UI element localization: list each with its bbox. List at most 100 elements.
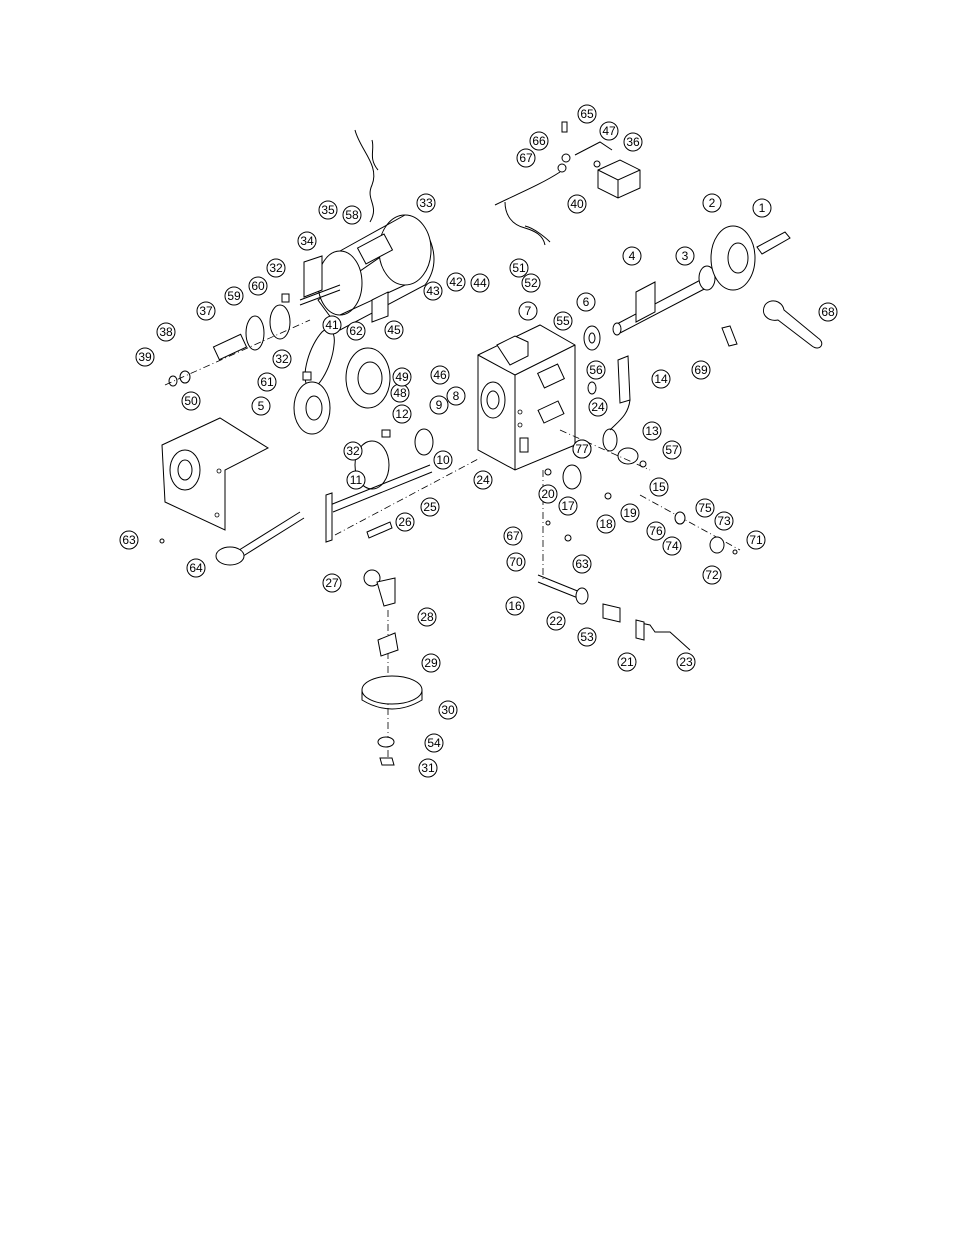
callout-4: 4 (622, 246, 642, 266)
svg-text:63: 63 (575, 557, 589, 571)
callout-32-b: 32 (272, 349, 292, 369)
electrical-box (494, 121, 641, 246)
callout-46: 46 (430, 365, 450, 385)
svg-text:24: 24 (591, 400, 605, 414)
callout-72: 72 (702, 565, 722, 585)
svg-text:6: 6 (583, 295, 590, 309)
callout-29: 29 (421, 653, 441, 673)
svg-text:68: 68 (821, 305, 835, 319)
svg-text:54: 54 (427, 736, 441, 750)
callout-66: 66 (529, 131, 549, 151)
headstock-casting (477, 324, 576, 471)
callout-3: 3 (675, 246, 695, 266)
callout-31: 31 (418, 758, 438, 778)
callout-2: 2 (702, 193, 722, 213)
wrench (721, 300, 823, 349)
svg-text:46: 46 (433, 368, 447, 382)
svg-text:24: 24 (476, 473, 490, 487)
svg-text:63: 63 (122, 533, 136, 547)
callout-8: 8 (446, 386, 466, 406)
callout-55: 55 (553, 311, 573, 331)
svg-text:55: 55 (556, 314, 570, 328)
svg-text:3: 3 (682, 249, 689, 263)
callout-56: 56 (586, 360, 606, 380)
callout-13: 13 (642, 421, 662, 441)
svg-text:19: 19 (623, 506, 637, 520)
svg-text:71: 71 (749, 533, 763, 547)
svg-text:10: 10 (436, 453, 450, 467)
callout-18: 18 (596, 514, 616, 534)
svg-text:9: 9 (436, 398, 443, 412)
callout-58: 58 (342, 205, 362, 225)
svg-text:26: 26 (398, 515, 412, 529)
callout-77: 77 (572, 439, 592, 459)
svg-text:47: 47 (602, 124, 616, 138)
callout-68: 68 (818, 302, 838, 322)
svg-text:33: 33 (419, 196, 433, 210)
callout-48: 48 (390, 383, 410, 403)
callout-32-a: 32 (266, 258, 286, 278)
svg-text:69: 69 (694, 363, 708, 377)
lower-column-parts (361, 569, 423, 766)
svg-text:44: 44 (473, 276, 487, 290)
callout-15: 15 (649, 477, 669, 497)
svg-text:29: 29 (424, 656, 438, 670)
svg-text:32: 32 (346, 444, 360, 458)
callout-47: 47 (599, 121, 619, 141)
svg-text:73: 73 (717, 514, 731, 528)
callout-21: 21 (617, 652, 637, 672)
svg-text:31: 31 (421, 761, 435, 775)
callout-25: 25 (420, 497, 440, 517)
callout-9: 9 (429, 395, 449, 415)
svg-text:4: 4 (629, 249, 636, 263)
callout-20: 20 (538, 484, 558, 504)
callout-50: 50 (181, 391, 201, 411)
svg-text:48: 48 (393, 386, 407, 400)
motor-pulley-assembly (164, 293, 434, 490)
svg-text:74: 74 (665, 539, 679, 553)
callout-67-a: 67 (516, 148, 536, 168)
callout-7: 7 (518, 301, 538, 321)
callout-65: 65 (577, 104, 597, 124)
callout-73: 73 (714, 511, 734, 531)
svg-text:41: 41 (325, 318, 339, 332)
svg-text:20: 20 (541, 487, 555, 501)
svg-text:67: 67 (506, 529, 520, 543)
svg-text:51: 51 (512, 261, 526, 275)
callout-28: 28 (417, 607, 437, 627)
callout-10: 10 (433, 450, 453, 470)
svg-text:49: 49 (395, 370, 409, 384)
svg-text:39: 39 (138, 350, 152, 364)
callout-49: 49 (392, 367, 412, 387)
svg-text:14: 14 (654, 372, 668, 386)
callout-74: 74 (662, 536, 682, 556)
callout-11: 11 (346, 470, 366, 490)
callout-42: 42 (446, 272, 466, 292)
svg-text:61: 61 (260, 375, 274, 389)
svg-text:53: 53 (580, 630, 594, 644)
svg-text:56: 56 (589, 363, 603, 377)
callout-23: 23 (676, 652, 696, 672)
callout-26: 26 (395, 512, 415, 532)
callout-51: 51 (509, 258, 529, 278)
callout-76: 76 (646, 521, 666, 541)
svg-text:27: 27 (325, 576, 339, 590)
svg-text:58: 58 (345, 208, 359, 222)
svg-text:75: 75 (698, 501, 712, 515)
svg-text:57: 57 (665, 443, 679, 457)
svg-text:38: 38 (159, 325, 173, 339)
callout-39: 39 (135, 347, 155, 367)
callout-64: 64 (186, 558, 206, 578)
callout-52: 52 (521, 273, 541, 293)
svg-text:5: 5 (258, 399, 265, 413)
callout-61: 61 (257, 372, 277, 392)
svg-text:32: 32 (275, 352, 289, 366)
callout-75: 75 (695, 498, 715, 518)
callout-1: 1 (752, 198, 772, 218)
svg-text:52: 52 (524, 276, 538, 290)
callout-67-b: 67 (503, 526, 523, 546)
svg-text:72: 72 (705, 568, 719, 582)
callout-62: 62 (346, 321, 366, 341)
callout-63-a: 63 (119, 530, 139, 550)
svg-text:45: 45 (387, 323, 401, 337)
